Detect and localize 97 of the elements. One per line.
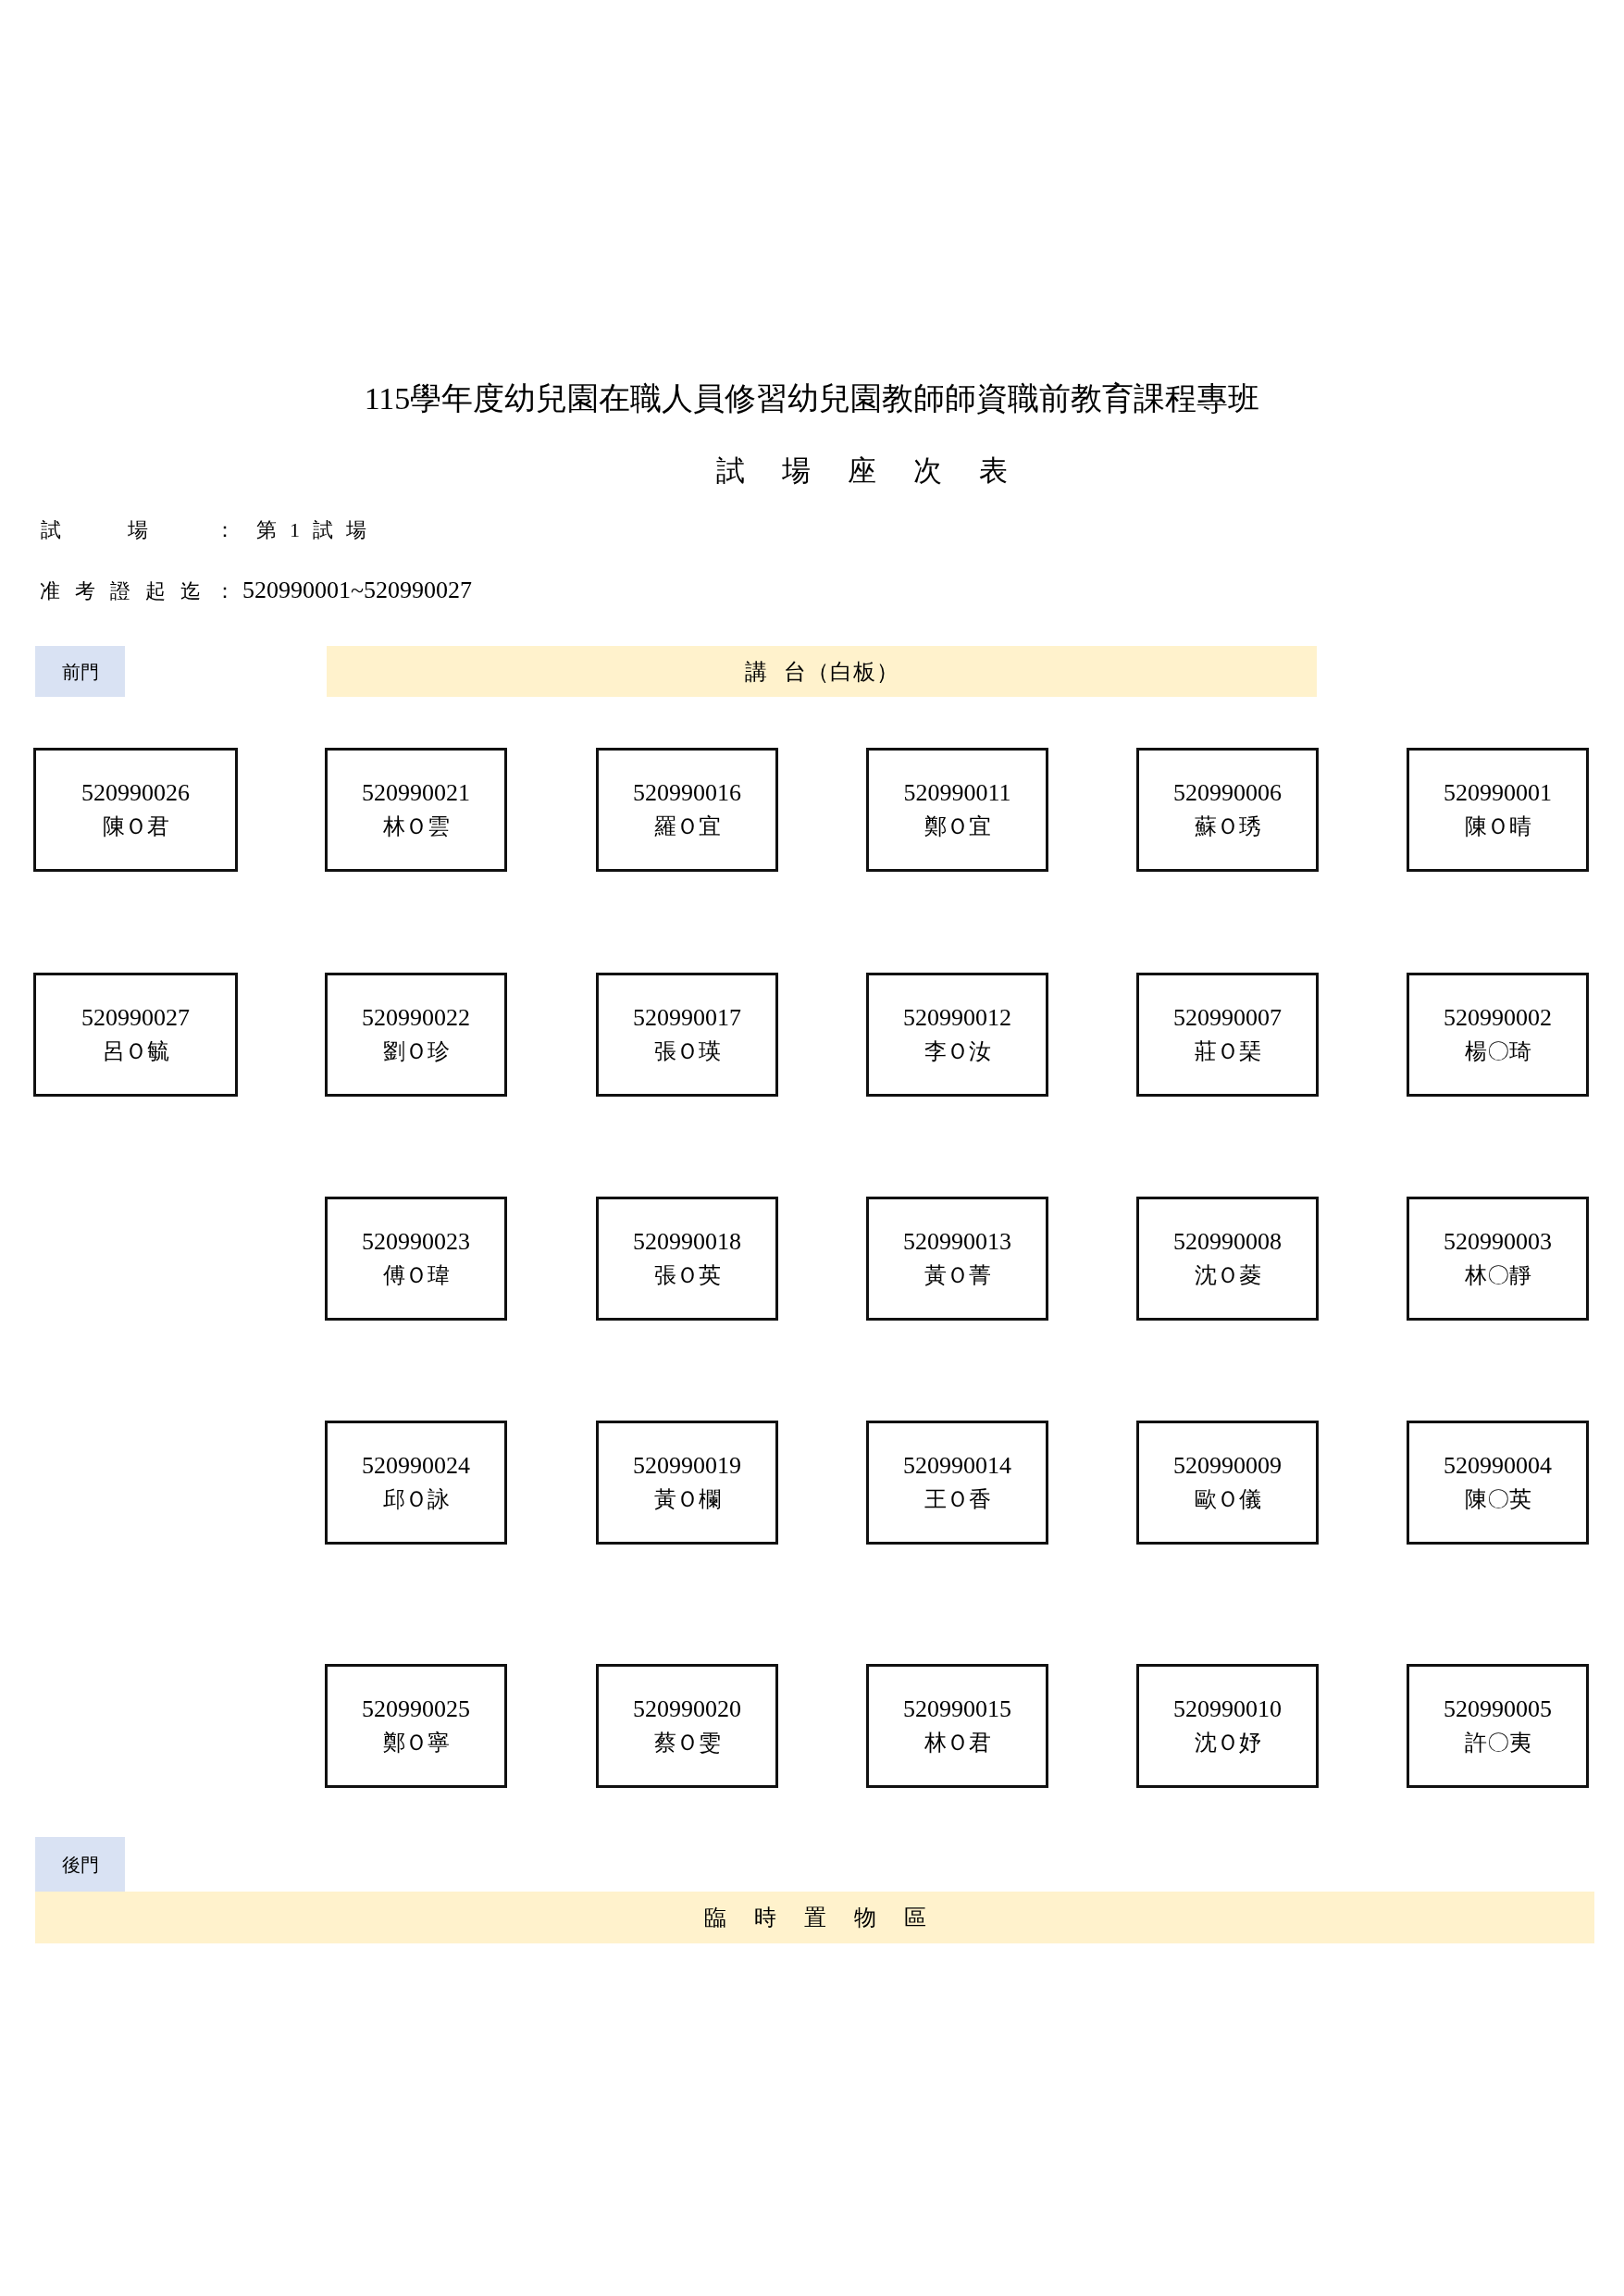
page-subtitle: 試場座次表 bbox=[716, 453, 1008, 489]
student-name: 林Ｏ君 bbox=[924, 1730, 991, 1756]
seat-box bbox=[596, 748, 778, 872]
seat-box bbox=[1136, 1664, 1319, 1788]
student-name: 林Ｏ雲 bbox=[382, 813, 450, 840]
door-label: 後門 bbox=[61, 1853, 99, 1877]
student-name: 蘇Ｏ琇 bbox=[1194, 813, 1261, 840]
seat-box bbox=[1136, 1421, 1319, 1545]
seat-box bbox=[596, 1664, 778, 1788]
field-label: 試場 bbox=[41, 516, 148, 543]
page-title: 115學年度幼兒園在職人員修習幼兒園教師師資職前教育課程專班 bbox=[364, 380, 1260, 417]
seat-box bbox=[325, 973, 507, 1097]
door-marker bbox=[35, 646, 125, 697]
student-name: 李Ｏ汝 bbox=[924, 1038, 991, 1065]
seat-box bbox=[325, 1197, 507, 1321]
seat-box bbox=[325, 1421, 507, 1545]
admission-number: 520990020 bbox=[633, 1694, 741, 1724]
admission-number: 520990008 bbox=[1173, 1227, 1282, 1257]
seat-box bbox=[33, 748, 238, 872]
seat-box bbox=[1136, 1197, 1319, 1321]
student-name: 沈Ｏ妤 bbox=[1194, 1730, 1261, 1756]
student-name: 傅Ｏ瑋 bbox=[382, 1262, 450, 1289]
admission-number: 520990003 bbox=[1444, 1227, 1552, 1257]
seat-box bbox=[866, 1421, 1048, 1545]
student-name: 歐Ｏ儀 bbox=[1194, 1486, 1261, 1513]
student-name: 邱Ｏ詠 bbox=[382, 1486, 450, 1513]
admission-number: 520990021 bbox=[362, 778, 470, 808]
admission-number: 520990026 bbox=[81, 778, 190, 808]
admission-number: 520990005 bbox=[1444, 1694, 1552, 1724]
separator-colon: ： bbox=[215, 516, 235, 543]
student-name: 陳〇英 bbox=[1464, 1486, 1531, 1513]
admission-number: 520990009 bbox=[1173, 1451, 1282, 1481]
seat-box bbox=[325, 1664, 507, 1788]
student-name: 沈Ｏ菱 bbox=[1194, 1262, 1261, 1289]
admission-number: 520990018 bbox=[633, 1227, 741, 1257]
door-label: 前門 bbox=[61, 660, 99, 684]
admission-number: 520990015 bbox=[903, 1694, 1011, 1724]
admission-number: 520990014 bbox=[903, 1451, 1011, 1481]
student-name: 呂Ｏ毓 bbox=[102, 1038, 169, 1065]
field-label: 准考證起迄 bbox=[40, 577, 201, 604]
seat-box bbox=[1407, 1421, 1589, 1545]
student-name: 羅Ｏ宜 bbox=[653, 813, 721, 840]
seat-box bbox=[596, 1197, 778, 1321]
student-name: 許〇夷 bbox=[1464, 1730, 1531, 1756]
field-value: 520990001~520990027 bbox=[242, 576, 473, 606]
seat-box bbox=[866, 1664, 1048, 1788]
podium-band bbox=[327, 646, 1317, 697]
seat-box bbox=[866, 1197, 1048, 1321]
door-marker bbox=[35, 1837, 125, 1892]
admission-number: 520990023 bbox=[362, 1227, 470, 1257]
seat-box bbox=[325, 748, 507, 872]
admission-number: 520990025 bbox=[362, 1694, 470, 1724]
student-name: 陳Ｏ君 bbox=[102, 813, 169, 840]
admission-number: 520990007 bbox=[1173, 1003, 1282, 1033]
admission-number: 520990016 bbox=[633, 778, 741, 808]
student-name: 楊〇琦 bbox=[1464, 1038, 1531, 1065]
seat-box bbox=[1136, 973, 1319, 1097]
admission-number: 520990019 bbox=[633, 1451, 741, 1481]
seat-box bbox=[866, 973, 1048, 1097]
student-name: 林〇靜 bbox=[1464, 1262, 1531, 1289]
student-name: 王Ｏ香 bbox=[924, 1486, 991, 1513]
admission-number: 520990002 bbox=[1444, 1003, 1552, 1033]
field-value: 第1試場 bbox=[256, 516, 366, 543]
student-name: 黃Ｏ欄 bbox=[653, 1486, 721, 1513]
student-name: 黃Ｏ菁 bbox=[924, 1262, 991, 1289]
seat-box bbox=[1136, 748, 1319, 872]
admission-number: 520990013 bbox=[903, 1227, 1011, 1257]
student-name: 莊Ｏ琹 bbox=[1194, 1038, 1261, 1065]
admission-number: 520990024 bbox=[362, 1451, 470, 1481]
admission-number: 520990006 bbox=[1173, 778, 1282, 808]
seat-box bbox=[1407, 973, 1589, 1097]
admission-number: 520990027 bbox=[81, 1003, 190, 1033]
student-name: 鄭Ｏ宜 bbox=[924, 813, 991, 840]
seat-box bbox=[33, 973, 238, 1097]
student-name: 鄭Ｏ寧 bbox=[382, 1730, 450, 1756]
storage-area-label: 臨時置物區 bbox=[703, 1905, 926, 1931]
student-name: 張Ｏ英 bbox=[653, 1262, 721, 1289]
admission-number: 520990017 bbox=[633, 1003, 741, 1033]
seat-box bbox=[596, 1421, 778, 1545]
admission-number: 520990010 bbox=[1173, 1694, 1282, 1724]
student-name: 蔡Ｏ雯 bbox=[653, 1730, 721, 1756]
student-name: 劉Ｏ珍 bbox=[382, 1038, 450, 1065]
student-name: 陳Ｏ晴 bbox=[1464, 813, 1531, 840]
storage-area-band bbox=[35, 1892, 1594, 1943]
admission-number: 520990011 bbox=[903, 778, 1011, 808]
seat-box bbox=[596, 973, 778, 1097]
seat-box bbox=[1407, 748, 1589, 872]
admission-number: 520990012 bbox=[903, 1003, 1011, 1033]
seat-box bbox=[1407, 1197, 1589, 1321]
admission-number: 520990001 bbox=[1444, 778, 1552, 808]
seat-box bbox=[1407, 1664, 1589, 1788]
student-name: 張Ｏ瑛 bbox=[653, 1038, 721, 1065]
admission-number: 520990004 bbox=[1444, 1451, 1552, 1481]
separator-colon: ： bbox=[215, 577, 235, 604]
podium-label: 講 台（白板） bbox=[745, 658, 899, 686]
admission-number: 520990022 bbox=[362, 1003, 470, 1033]
seat-box bbox=[866, 748, 1048, 872]
